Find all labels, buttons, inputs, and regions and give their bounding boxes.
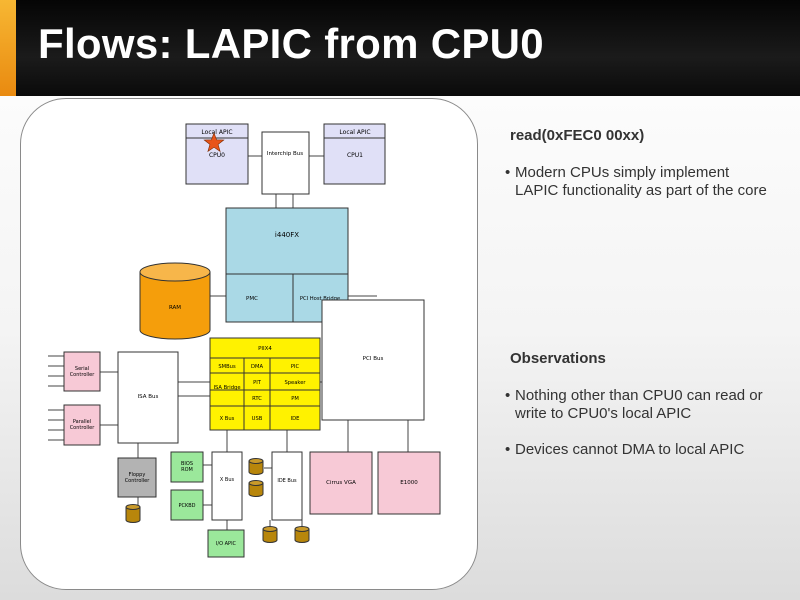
serial-controller-box: [63, 351, 101, 392]
bullet-dot-icon: •: [505, 164, 511, 181]
ram-cylinder: RAM: [139, 262, 211, 340]
bullet-dot-icon: •: [505, 387, 511, 404]
pmc-label: PMC: [246, 296, 258, 302]
x-bus-label: X Bus: [220, 477, 235, 483]
bullet-dot-icon: •: [505, 441, 511, 458]
interchip-bus-box: [261, 131, 310, 195]
i440fx-label: i440FX: [275, 231, 299, 239]
pci-host-bridge-label: PCI Host Bridge: [300, 296, 340, 302]
interchip-bus-label: Interchip Bus: [267, 151, 303, 157]
piix4-ide: IDE: [291, 416, 300, 422]
pci-bus-box: [321, 299, 425, 421]
piix4-pit: PIT: [253, 380, 262, 386]
cpu0-box: Local APIC CPU0: [185, 123, 249, 185]
e1000-box: [377, 451, 441, 515]
slide-title: Flows: LAPIC from CPU0: [38, 20, 544, 67]
disk-icon: [248, 480, 264, 497]
bullet-item: • Modern CPUs simply implement LAPIC fun…: [505, 164, 775, 200]
cpu1-local-apic-label: Local APIC: [339, 129, 370, 136]
title-bar: Flows: LAPIC from CPU0: [0, 0, 800, 96]
cpu1-box: Local APIC CPU1: [323, 123, 386, 185]
ide-bus-box: [271, 451, 303, 521]
cpu0-local-apic-label: Local APIC: [201, 129, 232, 136]
parallel-controller-box: [63, 404, 101, 446]
piix4-smbus: SMBus: [218, 364, 236, 370]
piix4-rtc: RTC: [252, 396, 262, 402]
disk-icon: [294, 526, 310, 543]
cirrus-vga-box: [309, 451, 373, 515]
piix4-pm: PM: [291, 396, 299, 402]
cpu1-label: CPU1: [347, 152, 363, 159]
isa-bus-label: ISA Bus: [138, 394, 159, 400]
e1000-label: E1000: [400, 480, 418, 486]
piix4-isa-bridge: ISA Bridge: [213, 385, 240, 391]
cpu0-label: CPU0: [209, 152, 225, 159]
cirrus-vga-label: Cirrus VGA: [326, 480, 356, 486]
bullet-item: • Nothing other than CPU0 can read or wr…: [505, 387, 790, 423]
pci-bus-label: PCI Bus: [363, 356, 384, 362]
x-bus-box: [211, 451, 243, 521]
section-heading-observations: Observations: [510, 350, 606, 367]
piix4-usb: USB: [252, 416, 263, 422]
pckbd-label: PCKBD: [178, 503, 195, 509]
piix4-dma: DMA: [251, 364, 263, 370]
bullet-text: Nothing other than CPU0 can read or writ…: [515, 387, 763, 422]
title-accent-stripe: [0, 0, 16, 96]
piix4-box: PIIX4 SMBus DMA PIC ISA Bridge PIT Speak…: [209, 337, 321, 431]
piix4-speaker: Speaker: [284, 380, 306, 386]
pmc-box: [225, 273, 294, 323]
pckbd-box: [170, 489, 204, 521]
piix4-pic: PIC: [291, 364, 300, 370]
piix4-label: PIIX4: [258, 346, 272, 352]
isa-bus-box: [117, 351, 179, 444]
floppy-controller-box: [117, 457, 157, 498]
ram-label: RAM: [169, 305, 181, 311]
disk-icon: [248, 458, 264, 475]
bullet-item: • Devices cannot DMA to local APIC: [505, 441, 790, 459]
io-apic-label: I/O APIC: [216, 541, 237, 547]
bullet-text: Modern CPUs simply implement LAPIC funct…: [515, 164, 767, 199]
bullet-text: Devices cannot DMA to local APIC: [515, 441, 745, 458]
bios-rom-box: [170, 451, 204, 483]
disk-icon: [262, 526, 278, 543]
section-heading-read: read(0xFEC0 00xx): [510, 127, 645, 144]
disk-icon: [125, 504, 141, 523]
piix4-xbus: X Bus: [220, 416, 235, 422]
star-icon: [203, 132, 225, 153]
ide-bus-label: IDE Bus: [277, 478, 297, 484]
io-apic-box: [207, 529, 245, 558]
